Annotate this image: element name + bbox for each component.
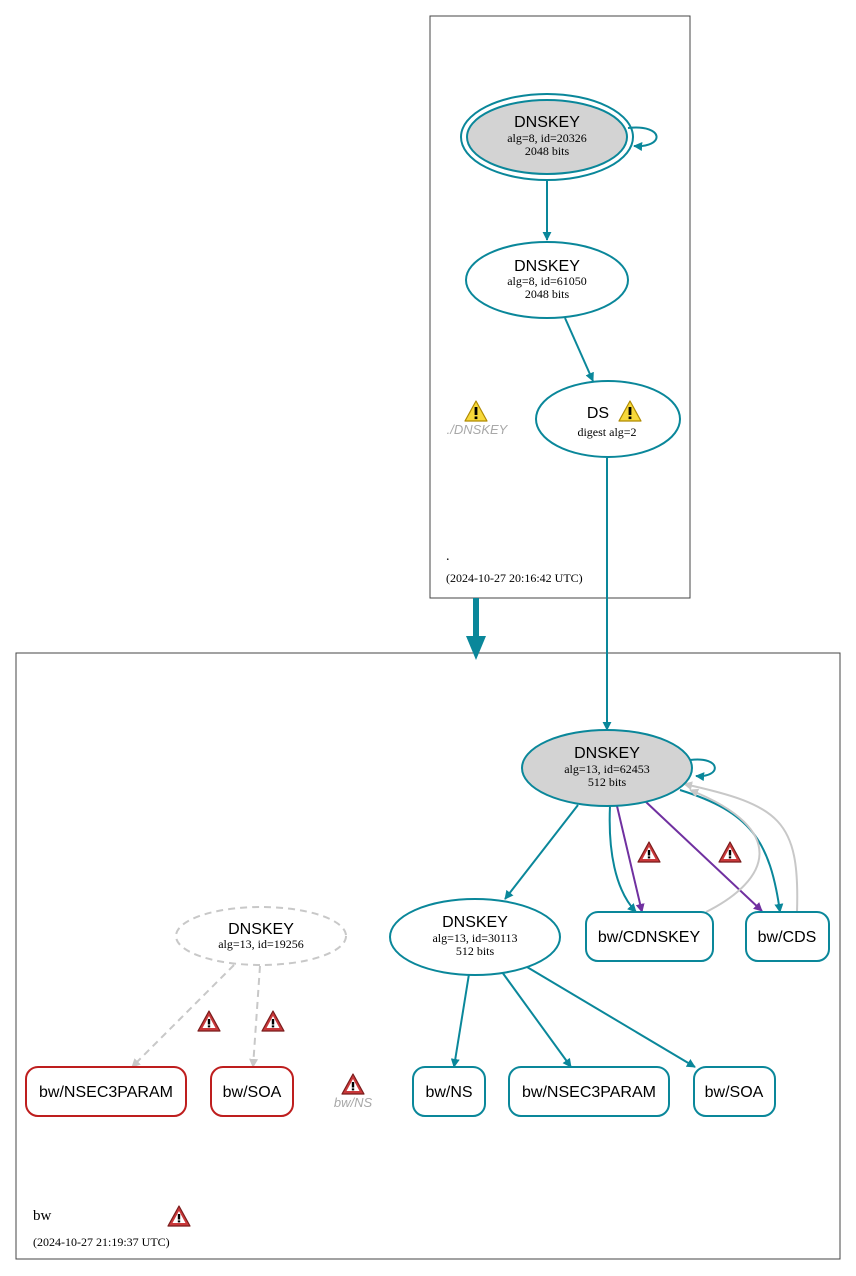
bw-nsec3param-error-node[interactable]: bw/NSEC3PARAM	[25, 1066, 187, 1117]
root-zone-timestamp: (2024-10-27 20:16:42 UTC)	[446, 571, 583, 585]
edge-cds-to-bw-ksk-gray	[683, 781, 799, 913]
bw-zsk-alg: alg=13, id=30113	[432, 931, 517, 945]
root-zsk-title: DNSKEY	[514, 258, 580, 275]
bw-zone-timestamp: (2024-10-27 21:19:37 UTC)	[33, 1235, 170, 1249]
edge-bw-ksk-to-zsk	[504, 804, 579, 900]
bw-ns-node[interactable]: bw/NS	[412, 1066, 486, 1117]
warning-red-icon[interactable]	[341, 1073, 365, 1095]
edge-bw-zsk-to-ns	[450, 973, 470, 1068]
bw-ns-warning-label: bw/NS	[334, 1095, 373, 1110]
warning-yellow-icon[interactable]	[464, 400, 488, 422]
edge-oldkey-to-soa-dashed	[249, 965, 261, 1068]
warning-red-icon[interactable]	[167, 1205, 191, 1227]
edge-bw-ksk-to-cdnskey-teal	[608, 805, 637, 913]
edge-bw-ksk-self	[689, 758, 716, 782]
warning-red-icon[interactable]	[197, 1010, 221, 1032]
bw-oldkey-title: DNSKEY	[228, 921, 294, 938]
bw-zsk-bits: 512 bits	[456, 944, 495, 958]
edge-bw-zsk-to-soa	[526, 966, 696, 1068]
bw-nsec3param-node[interactable]: bw/NSEC3PARAM	[508, 1066, 670, 1117]
ds-title: DS	[587, 405, 609, 422]
edge-bw-ksk-to-cds-purple	[645, 801, 763, 912]
delegation-arrow	[466, 598, 486, 660]
root-ksk-node[interactable]: DNSKEY alg=8, id=20326 2048 bits	[460, 93, 634, 181]
root-ksk-alg: alg=8, id=20326	[507, 131, 587, 145]
root-zsk-alg: alg=8, id=61050	[507, 274, 587, 288]
bw-zsk-title: DNSKEY	[442, 914, 508, 931]
bw-cdnskey-node[interactable]: bw/CDNSKEY	[585, 911, 714, 962]
warning-red-icon[interactable]	[718, 841, 742, 863]
root-zsk-node[interactable]: DNSKEY alg=8, id=61050 2048 bits	[465, 241, 629, 319]
bw-zsk-node[interactable]: DNSKEY alg=13, id=30113 512 bits	[389, 898, 561, 976]
root-zsk-bits: 2048 bits	[525, 287, 570, 301]
edge-bw-ksk-to-cdnskey-purple	[616, 805, 645, 913]
bw-ksk-title: DNSKEY	[574, 745, 640, 762]
bw-ns-warning[interactable]: bw/NS	[334, 1073, 373, 1110]
root-dnskey-warning[interactable]: ./DNSKEY	[447, 400, 509, 437]
root-zone-box	[429, 15, 691, 599]
bw-ksk-node[interactable]: DNSKEY alg=13, id=62453 512 bits	[521, 729, 693, 807]
root-zone-name: .	[446, 549, 450, 564]
root-ksk-title: DNSKEY	[514, 114, 580, 131]
bw-oldkey-node[interactable]: DNSKEY alg=13, id=19256	[175, 906, 347, 966]
bw-soa-label: bw/SOA	[705, 1084, 764, 1101]
warning-red-icon[interactable]	[637, 841, 661, 863]
bw-ksk-alg: alg=13, id=62453	[564, 762, 650, 776]
warning-yellow-icon[interactable]	[618, 400, 642, 422]
warning-red-icon[interactable]	[261, 1010, 285, 1032]
edge-oldkey-to-nsec3param-dashed	[131, 964, 235, 1068]
bw-soa-error-node[interactable]: bw/SOA	[210, 1066, 294, 1117]
bw-ds-node[interactable]: DS digest alg=2	[535, 380, 681, 458]
root-warning-label: ./DNSKEY	[447, 422, 509, 437]
bw-nsec3param-label: bw/NSEC3PARAM	[522, 1084, 656, 1101]
bw-soa-error-label: bw/SOA	[223, 1084, 282, 1101]
bw-cdnskey-label: bw/CDNSKEY	[598, 929, 701, 946]
bw-soa-node[interactable]: bw/SOA	[693, 1066, 776, 1117]
edge-bw-zsk-to-nsec3param	[501, 971, 572, 1068]
edge-root-zsk-to-ds	[564, 317, 594, 382]
bw-cds-label: bw/CDS	[758, 929, 817, 946]
edge-root-ksk-self	[627, 126, 658, 152]
bw-zone-name: bw	[33, 1208, 52, 1224]
bw-ksk-bits: 512 bits	[588, 775, 627, 789]
ds-digest: digest alg=2	[577, 425, 636, 439]
edge-cdnskey-to-bw-ksk-gray	[689, 788, 761, 913]
bw-nsec3param-error-label: bw/NSEC3PARAM	[39, 1084, 173, 1101]
bw-oldkey-alg: alg=13, id=19256	[218, 937, 304, 951]
root-ksk-bits: 2048 bits	[525, 144, 570, 158]
bw-cds-node[interactable]: bw/CDS	[745, 911, 830, 962]
bw-zone-box	[15, 652, 841, 1260]
bw-ns-label: bw/NS	[425, 1084, 472, 1101]
